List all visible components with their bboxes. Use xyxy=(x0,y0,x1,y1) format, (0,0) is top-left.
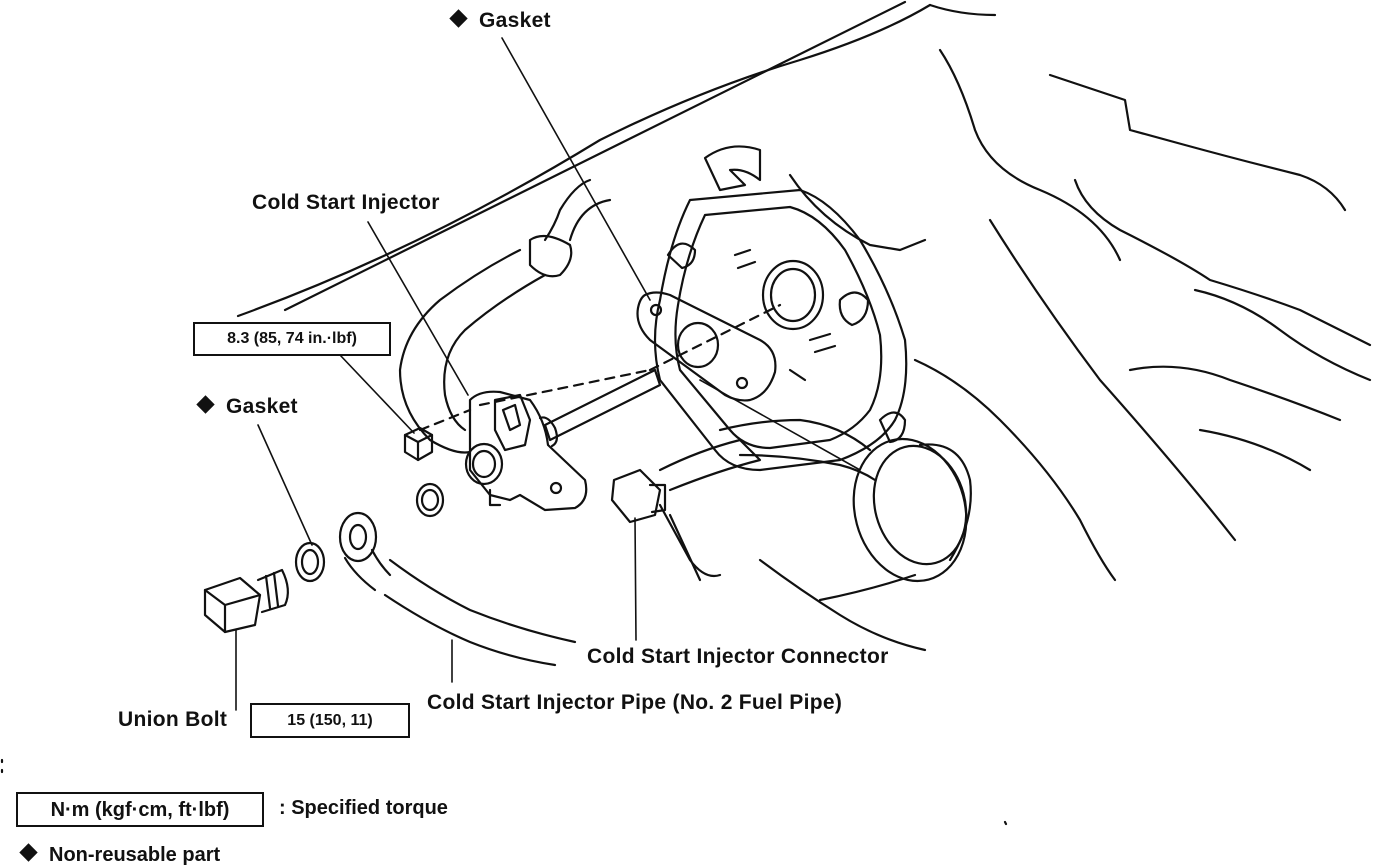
alignment-dashed-line xyxy=(418,303,782,432)
legend-torque-desc: : Specified torque xyxy=(279,797,448,819)
union-bolt-torque-box: 15 (150, 11) xyxy=(250,703,410,738)
injector-connector-part xyxy=(610,418,877,582)
scan-specks xyxy=(0,758,1008,826)
gasket-left-label: Gasket xyxy=(196,395,298,417)
gasket-top-label: Gasket xyxy=(449,9,551,31)
injector-torque-box: 8.3 (85, 74 in.·lbf) xyxy=(193,322,391,356)
fuel-pipe-part xyxy=(338,511,577,667)
intake-mounting-plate xyxy=(653,188,908,472)
union-bolt-part xyxy=(203,568,289,634)
legend-torque-units-box: N·m (kgf·cm, ft·lbf) xyxy=(16,792,264,827)
cold-start-injector-part xyxy=(464,368,662,512)
injector-gasket-part xyxy=(415,482,445,518)
leader-lines xyxy=(235,37,861,711)
legend-nonreusable: Non-reusable part xyxy=(19,843,220,865)
engine-outline xyxy=(236,0,1372,652)
cold-start-injector-connector-label: Cold Start Injector Connector xyxy=(587,645,889,668)
black-diamond-icon xyxy=(449,9,468,28)
cold-start-injector-label: Cold Start Injector xyxy=(252,191,440,214)
gasket-top-part xyxy=(636,291,777,402)
union-bolt-label: Union Bolt xyxy=(118,708,228,731)
black-diamond-icon xyxy=(19,843,38,862)
injector-bolt-part xyxy=(403,426,434,462)
cold-start-injector-pipe-label: Cold Start Injector Pipe (No. 2 Fuel Pip… xyxy=(427,691,843,714)
diaphragm-component xyxy=(852,437,972,583)
black-diamond-icon xyxy=(196,395,215,414)
hose-and-clips xyxy=(398,145,762,454)
union-gasket-part xyxy=(294,541,326,583)
